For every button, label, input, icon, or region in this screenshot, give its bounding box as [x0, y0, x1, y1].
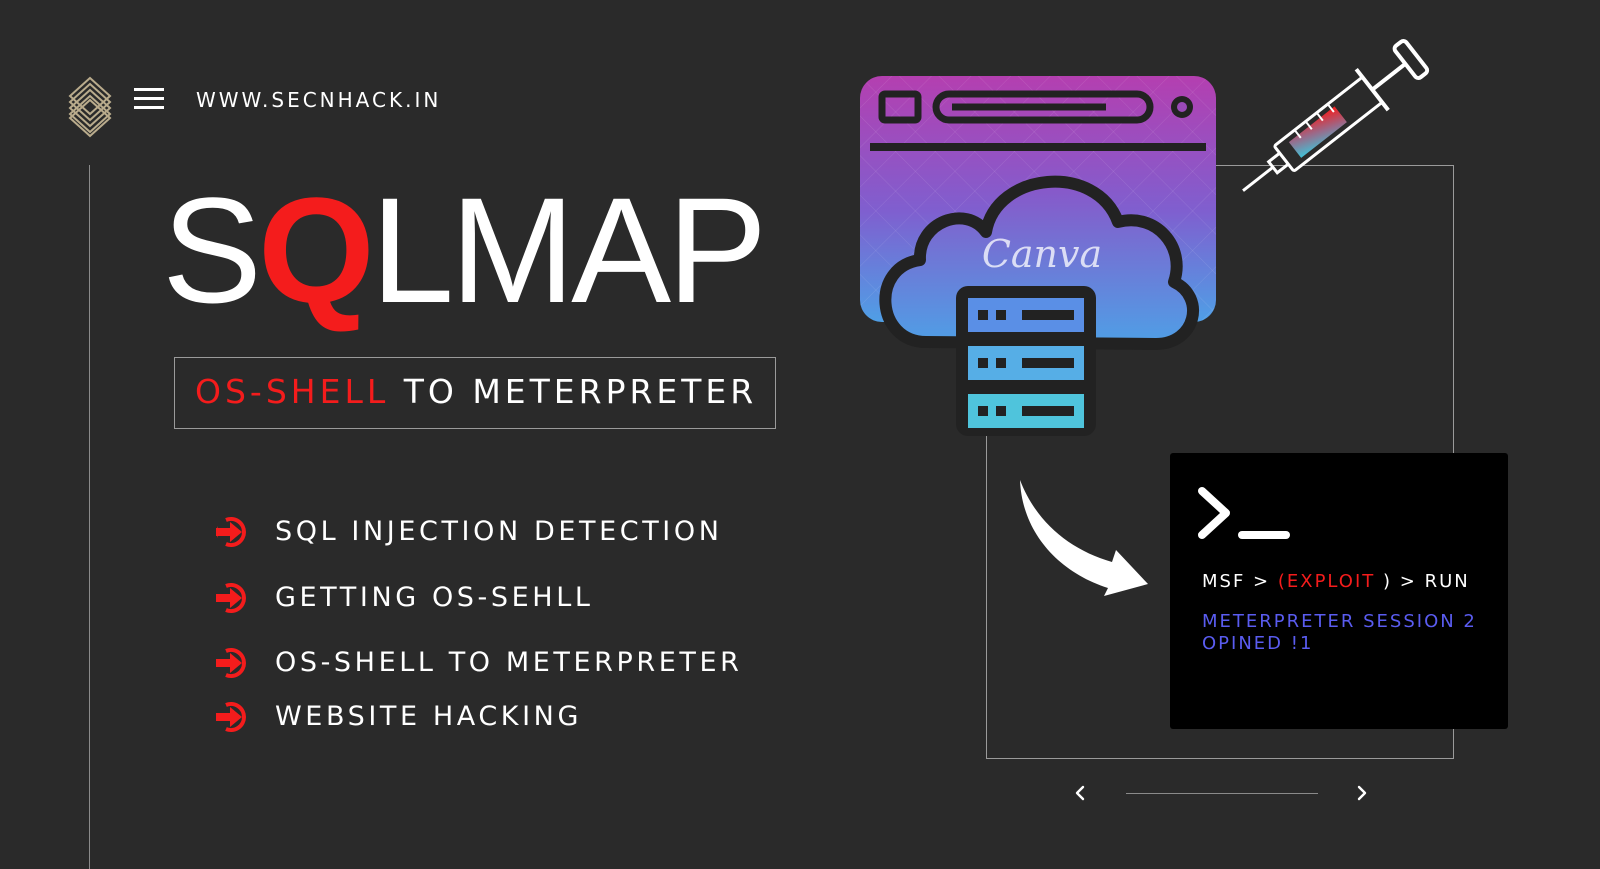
terminal-suffix: ) > RUN: [1375, 571, 1470, 592]
hamburger-menu-icon[interactable]: [134, 88, 164, 110]
syringe-icon: [1242, 39, 1430, 192]
feature-label: GETTING OS-SEHLL: [275, 582, 594, 613]
terminal-command-line: MSF > (EXPLOIT ) > RUN: [1202, 571, 1470, 592]
subtitle-highlight: OS-SHELL: [195, 372, 390, 411]
terminal-prompt-icon: [1198, 487, 1290, 539]
chevron-left-icon[interactable]: [1070, 783, 1090, 803]
title-highlight: Q: [258, 166, 375, 334]
pager-track[interactable]: [1126, 793, 1318, 794]
title-part-1: S: [162, 166, 262, 334]
feature-label: OS-SHELL TO METERPRETER: [275, 647, 743, 678]
canva-watermark: Canva: [982, 232, 1102, 276]
browser-cloud-server-illustration: Canva: [860, 76, 1216, 436]
main-title: SQLMAP: [162, 170, 767, 330]
terminal-highlight: (EXPLOIT: [1277, 571, 1376, 592]
left-divider-line: [89, 165, 90, 869]
terminal-output-line: METERPRETER SESSION 2 OPINED !1: [1202, 611, 1477, 654]
server-icon: [956, 286, 1096, 436]
layered-diamond-logo-icon[interactable]: [68, 76, 112, 138]
curved-arrow-icon: [1020, 480, 1148, 596]
site-url-link[interactable]: WWW.SECNHACK.IN: [196, 88, 442, 112]
terminal-window: MSF > (EXPLOIT ) > RUN METERPRETER SESSI…: [1170, 453, 1508, 729]
subtitle-rest: TO METERPRETER: [389, 372, 758, 411]
carousel-pager: [1070, 779, 1370, 809]
chevron-right-icon[interactable]: [1352, 783, 1372, 803]
subtitle-box: OS-SHELL TO METERPRETER: [174, 357, 776, 429]
feature-label: WEBSITE HACKING: [275, 701, 582, 732]
terminal-prefix: MSF >: [1202, 571, 1278, 592]
red-arrow-icon: [216, 583, 246, 613]
red-arrow-icon: [216, 702, 246, 732]
subtitle: OS-SHELL TO METERPRETER: [195, 372, 757, 411]
title-part-2: LMAP: [370, 166, 767, 334]
red-arrow-icon: [216, 648, 246, 678]
red-arrow-icon: [216, 517, 246, 547]
feature-label: SQL INJECTION DETECTION: [275, 516, 723, 547]
